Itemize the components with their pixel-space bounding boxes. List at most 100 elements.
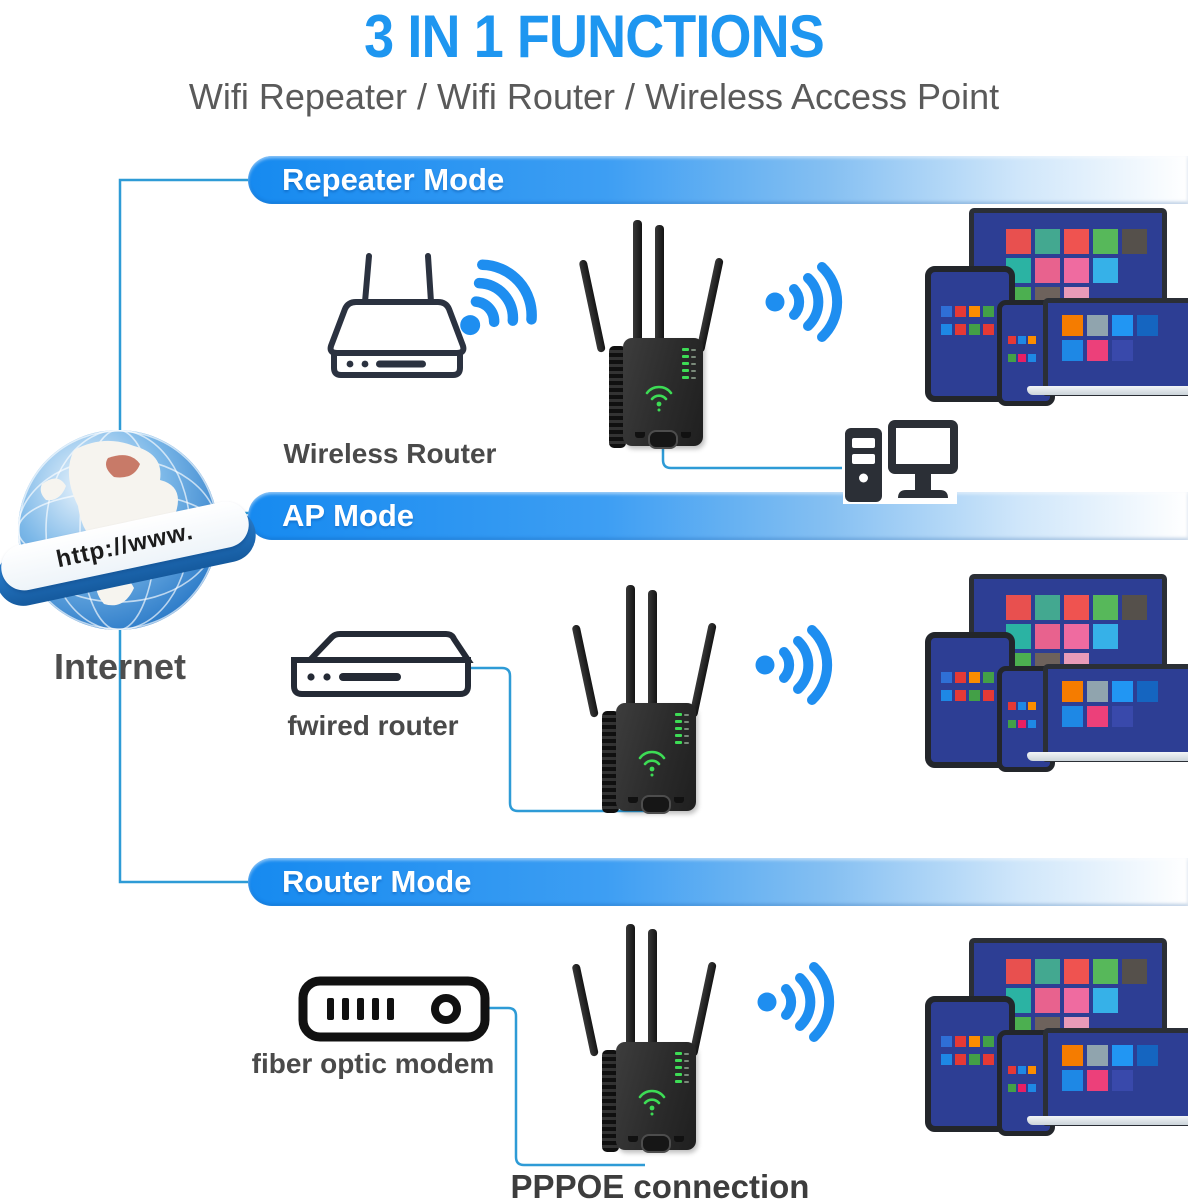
app-tile bbox=[1112, 340, 1133, 361]
app-tile bbox=[1035, 595, 1060, 620]
app-tile bbox=[1018, 702, 1026, 710]
antenna bbox=[633, 220, 642, 344]
app-tile bbox=[1093, 258, 1118, 283]
wireless-router-label: Wireless Router bbox=[283, 438, 497, 469]
app-tile bbox=[1008, 702, 1016, 710]
wps-button bbox=[641, 795, 671, 814]
app-tile bbox=[940, 1053, 952, 1065]
app-tile bbox=[1093, 624, 1118, 649]
app-tile bbox=[1064, 988, 1089, 1013]
app-tile bbox=[1064, 595, 1089, 620]
antenna bbox=[626, 585, 635, 709]
antenna bbox=[578, 259, 606, 353]
repeater-device bbox=[578, 220, 724, 458]
app-tile bbox=[1035, 624, 1060, 649]
page-title: 3 IN 1 FUNCTIONS bbox=[364, 3, 825, 70]
app-tile bbox=[1018, 1066, 1026, 1074]
app-tile bbox=[1062, 1045, 1083, 1066]
app-tile bbox=[954, 323, 966, 335]
app-tile bbox=[1006, 959, 1031, 984]
wps-button bbox=[648, 430, 678, 449]
devices-cluster bbox=[925, 934, 1188, 1136]
app-tile bbox=[1008, 336, 1016, 344]
app-tiles bbox=[1060, 1043, 1180, 1093]
antenna bbox=[626, 924, 635, 1048]
app-tile bbox=[1122, 229, 1147, 254]
repeater-foot bbox=[635, 432, 645, 438]
wifi-status-icon bbox=[638, 1089, 666, 1116]
wifi-signal-icon bbox=[460, 259, 537, 336]
laptop-base bbox=[1027, 752, 1188, 761]
wired-router-label: fwired router bbox=[287, 710, 459, 741]
wifi-signal-icon bbox=[765, 262, 843, 342]
antenna bbox=[689, 622, 717, 718]
app-tile bbox=[1087, 706, 1108, 727]
app-tile bbox=[968, 1035, 980, 1047]
repeater-foot bbox=[674, 1136, 684, 1142]
app-tile bbox=[1087, 315, 1108, 336]
app-tile bbox=[1093, 959, 1118, 984]
app-tile bbox=[1112, 1070, 1133, 1091]
app-tile bbox=[954, 305, 966, 317]
app-tile bbox=[1035, 258, 1060, 283]
app-tiles bbox=[1007, 701, 1047, 737]
wifi-signal-icon bbox=[757, 962, 835, 1042]
app-tile bbox=[1093, 229, 1118, 254]
app-tile bbox=[1137, 1045, 1158, 1066]
app-tile bbox=[1112, 1045, 1133, 1066]
app-tile bbox=[982, 671, 994, 683]
app-tile bbox=[1028, 702, 1036, 710]
app-tile bbox=[1008, 354, 1016, 362]
wireless-router-icon bbox=[327, 253, 467, 378]
repeater-foot bbox=[674, 797, 684, 803]
app-tile bbox=[940, 671, 952, 683]
app-tile bbox=[1112, 706, 1133, 727]
app-tile bbox=[1093, 595, 1118, 620]
app-tile bbox=[1122, 595, 1147, 620]
app-tile bbox=[1006, 595, 1031, 620]
laptop-base bbox=[1027, 1116, 1188, 1125]
app-tile bbox=[1064, 229, 1089, 254]
app-tile bbox=[1137, 315, 1158, 336]
app-tile bbox=[982, 689, 994, 701]
wired-router-icon bbox=[291, 631, 474, 697]
app-tile bbox=[940, 1035, 952, 1047]
wifi-status-icon bbox=[638, 750, 666, 777]
app-tile bbox=[1018, 720, 1026, 728]
app-tile bbox=[954, 1035, 966, 1047]
app-tile bbox=[1028, 1084, 1036, 1092]
app-tile bbox=[968, 689, 980, 701]
app-tiles bbox=[1007, 335, 1047, 371]
repeater-leds bbox=[682, 348, 696, 379]
app-tile bbox=[968, 323, 980, 335]
app-tile bbox=[1087, 681, 1108, 702]
antenna bbox=[648, 929, 657, 1048]
app-tile bbox=[1093, 988, 1118, 1013]
app-tile bbox=[1035, 229, 1060, 254]
antenna bbox=[689, 961, 717, 1057]
app-tile bbox=[1062, 1070, 1083, 1091]
app-tile bbox=[1028, 1066, 1036, 1074]
antenna bbox=[655, 225, 664, 344]
antenna bbox=[571, 963, 599, 1057]
app-tile bbox=[1035, 988, 1060, 1013]
app-tile bbox=[1112, 315, 1133, 336]
repeater-vents bbox=[609, 346, 626, 448]
app-tile bbox=[940, 689, 952, 701]
app-tiles bbox=[939, 1034, 1003, 1070]
devices-cluster bbox=[925, 204, 1188, 406]
app-tile bbox=[1112, 681, 1133, 702]
laptop-base bbox=[1027, 386, 1188, 395]
repeater-device bbox=[571, 924, 717, 1162]
app-tile bbox=[1062, 340, 1083, 361]
antenna bbox=[571, 624, 599, 718]
app-tiles bbox=[1060, 313, 1180, 363]
app-tile bbox=[1028, 720, 1036, 728]
banner-repeater-mode: Repeater Mode bbox=[248, 156, 1188, 204]
app-tile bbox=[1062, 315, 1083, 336]
repeater-device bbox=[571, 585, 717, 823]
fiber-modem-icon bbox=[298, 976, 490, 1042]
internet-label: Internet bbox=[53, 646, 186, 687]
laptop bbox=[1043, 664, 1188, 762]
